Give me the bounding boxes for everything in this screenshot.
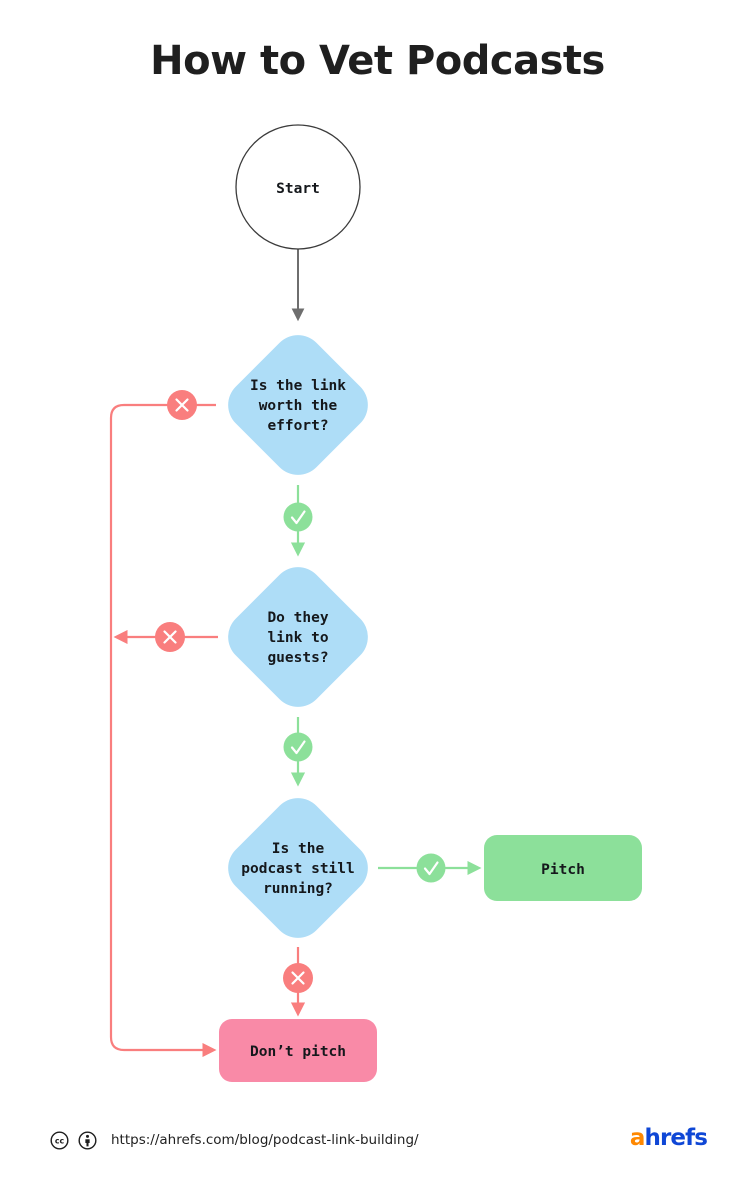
node-decision-3-label-line-3: running? (263, 881, 333, 897)
footer: cc https://ahrefs.com/blog/podcast-link-… (0, 1120, 755, 1180)
node-decision-1-label-line-1: Is the link (250, 378, 346, 394)
cross-glyph (291, 971, 305, 985)
ahrefs-logo-a: a (629, 1125, 646, 1151)
cross-glyph (175, 398, 189, 412)
pitch-shape (484, 835, 642, 901)
badge-cross-decision-2[interactable] (155, 622, 185, 652)
badge-cross-decision-1[interactable] (167, 390, 197, 420)
decision-1-shape (228, 335, 368, 475)
decision-3-shape (228, 798, 368, 938)
page-title: How to Vet Podcasts (150, 38, 605, 84)
node-decision-1-label-line-3: effort? (267, 418, 328, 434)
node-decision-1[interactable]: Is the link worth the effort? (217, 324, 378, 485)
ahrefs-logo-rest: hrefs (644, 1125, 707, 1151)
node-decision-3[interactable]: Is the podcast still running? (217, 787, 378, 948)
svg-text:cc: cc (55, 1136, 65, 1145)
node-decision-1-label-line-2: worth the (259, 398, 338, 414)
badge-check-decision-1[interactable] (283, 502, 313, 532)
node-pitch[interactable]: Pitch (484, 835, 642, 901)
footer-license-block: cc https://ahrefs.com/blog/podcast-link-… (50, 1120, 419, 1160)
node-decision-3-label-line-1: Is the (272, 841, 325, 857)
node-pitch-label: Pitch (541, 862, 585, 878)
node-start[interactable]: Start (235, 124, 361, 250)
node-dont-pitch-label: Don’t pitch (250, 1044, 346, 1060)
node-decision-2-label-line-2: link to (267, 630, 328, 646)
attribution-icon (78, 1130, 97, 1150)
check-icon (416, 853, 446, 883)
edge-path (109, 403, 216, 1037)
node-decision-2[interactable]: Do they link to guests? (217, 556, 378, 717)
edge-path (109, 1036, 217, 1058)
node-dont-pitch[interactable]: Don’t pitch (219, 1019, 377, 1082)
node-decision-2-label-line-1: Do they (267, 610, 328, 626)
source-url: https://ahrefs.com/blog/podcast-link-bui… (111, 1132, 419, 1148)
badge-cross-decision-3[interactable] (283, 963, 313, 993)
edge-decision-1-no (109, 403, 216, 1037)
node-decision-3-label-line-2: podcast still (241, 861, 355, 877)
node-start-label: Start (276, 181, 320, 197)
edge-rail-to-dont-pitch (109, 1036, 217, 1058)
node-decision-2-label-line-3: guests? (267, 650, 328, 666)
badge-check-decision-2[interactable] (283, 732, 313, 762)
decision-2-shape (228, 567, 368, 707)
check-icon (283, 502, 313, 532)
check-icon (283, 732, 313, 762)
check-glyph (290, 740, 306, 755)
creative-commons-icon: cc (50, 1130, 69, 1150)
start-circle-shape (235, 124, 361, 250)
badge-check-decision-3[interactable] (416, 853, 446, 883)
check-glyph (290, 510, 306, 525)
cross-glyph (163, 630, 177, 644)
dont-pitch-shape (219, 1019, 377, 1082)
check-glyph (423, 861, 439, 876)
